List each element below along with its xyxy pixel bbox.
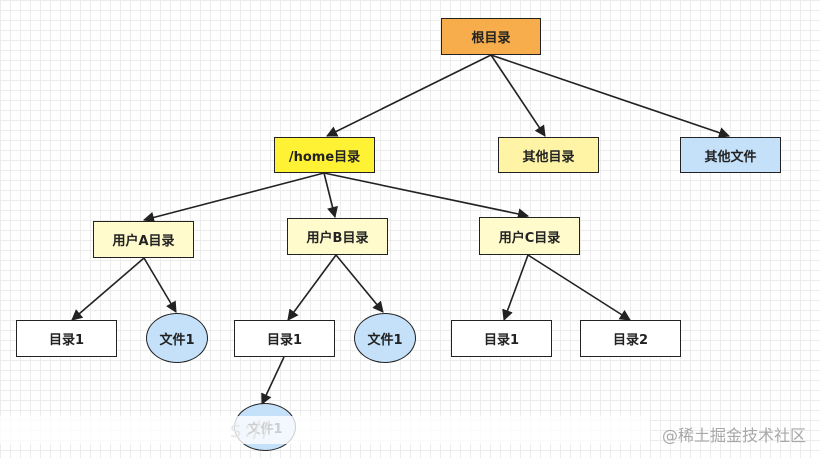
node-user-c: 用户C目录 [479,217,580,255]
node-a-file1: 文件1 [146,313,208,363]
node-root: 根目录 [441,18,541,55]
edge-c-dir2 [527,254,631,321]
edge-root-home [325,54,492,137]
node-other-file: 其他文件 [680,137,781,173]
node-user-b: 用户B目录 [287,218,388,255]
edge-b-dir1 [287,254,337,321]
edge-root-other-dir [490,54,546,137]
edge-a-file1 [143,257,177,313]
url-overlay-band: s:// [0,416,650,444]
edge-home-user-c [323,172,530,220]
watermark: @稀土掘金技术社区 [661,426,806,445]
edge-home-user-a [142,172,325,223]
edge-b-dir1-file [261,356,285,406]
node-b-file1: 文件1 [354,313,416,363]
edge-home-user-b [323,172,338,219]
node-b-dir1: 目录1 [234,320,335,357]
node-user-a: 用户A目录 [93,221,194,258]
node-c-dir1: 目录1 [451,320,552,357]
node-other-dir: 其他目录 [498,137,599,173]
node-a-dir1: 目录1 [16,320,117,357]
node-c-dir2: 目录2 [580,320,681,357]
edge-b-file1 [335,254,384,313]
edge-root-other-file [490,54,731,139]
edge-a-dir1 [71,257,145,321]
node-home: /home目录 [274,137,375,173]
edge-c-dir1 [502,254,529,322]
